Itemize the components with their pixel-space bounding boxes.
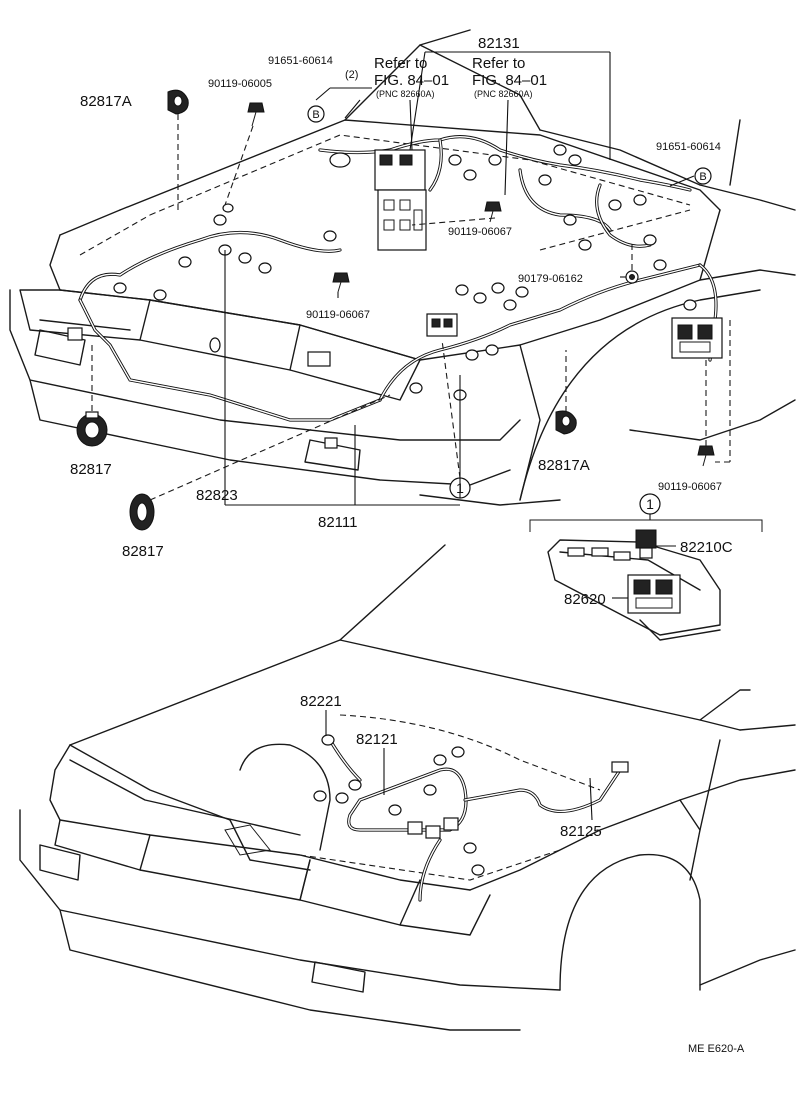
circle-one-marker-detail: 1 [639, 493, 661, 515]
label-82221: 82221 [300, 693, 342, 710]
figure-code: ME E620-A [688, 1043, 745, 1055]
detail-box [529, 514, 763, 641]
label-82823: 82823 [196, 487, 238, 504]
label-82817-lower: 82817 [122, 543, 164, 560]
ref-right-line1: Refer to [472, 55, 525, 72]
center-connector [426, 313, 458, 337]
bolt-90119-06067-c [697, 445, 715, 467]
lower-car-body [19, 544, 796, 1031]
label-90119-06067-a: 90119-06067 [448, 226, 512, 238]
lower-harness [313, 734, 629, 902]
label-82817-upper: 82817 [70, 461, 112, 478]
label-82817A-right: 82817A [538, 457, 590, 474]
leader-lines-lower [325, 710, 593, 821]
label-91651-60614-right: 91651-60614 [656, 141, 721, 153]
b-marker-right: B [694, 167, 712, 185]
ref-left-line3: (PNC 82660A) [376, 89, 435, 99]
label-90119-06005: 90119-06005 [208, 78, 272, 90]
b-marker-top-letter: B [312, 109, 319, 121]
ref-left-line2: FIG. 84–01 [374, 72, 449, 89]
b-marker-top: B [307, 105, 325, 123]
upper-harness-82111 [78, 230, 718, 422]
label-82210C: 82210C [680, 539, 733, 556]
part-labels: 82131 91651-60614 (2) 90119-06005 82817A… [70, 35, 745, 1055]
bolt-90119-06005 [247, 102, 265, 127]
junction-block [374, 149, 427, 251]
bolt-90119-06067-a [484, 201, 502, 223]
label-90119-06067-c: 90119-06067 [658, 481, 722, 493]
label-82111: 82111 [318, 514, 358, 531]
right-relay-block [671, 317, 723, 359]
grommet-82817A-top [167, 89, 189, 115]
part-82817-horn-upper [76, 411, 108, 447]
label-82817A-top: 82817A [80, 93, 132, 110]
label-82125: 82125 [560, 823, 602, 840]
ref-right-line3: (PNC 82660A) [474, 89, 533, 99]
label-82620: 82620 [564, 591, 606, 608]
label-90119-06067-b: 90119-06067 [306, 309, 370, 321]
ref-left-line1: Refer to [374, 55, 427, 72]
bolt-90119-06067-b [332, 272, 350, 293]
ref-right-line2: FIG. 84–01 [472, 72, 547, 89]
small-connectors-upper [67, 144, 697, 449]
grommet-82817A-right [555, 410, 577, 435]
label-91651-60614-top: 91651-60614 [268, 55, 333, 67]
label-82131: 82131 [478, 35, 520, 52]
nut-90179-06162 [625, 270, 639, 284]
part-82817-horn-lower [129, 493, 155, 531]
b-marker-right-letter: B [699, 171, 706, 183]
leader-lines-upper [91, 51, 731, 506]
label-82121: 82121 [356, 731, 398, 748]
label-90179-06162: 90179-06162 [518, 273, 583, 285]
label-91651-qty: (2) [345, 69, 358, 81]
circle-one-detail-text: 1 [646, 496, 654, 512]
